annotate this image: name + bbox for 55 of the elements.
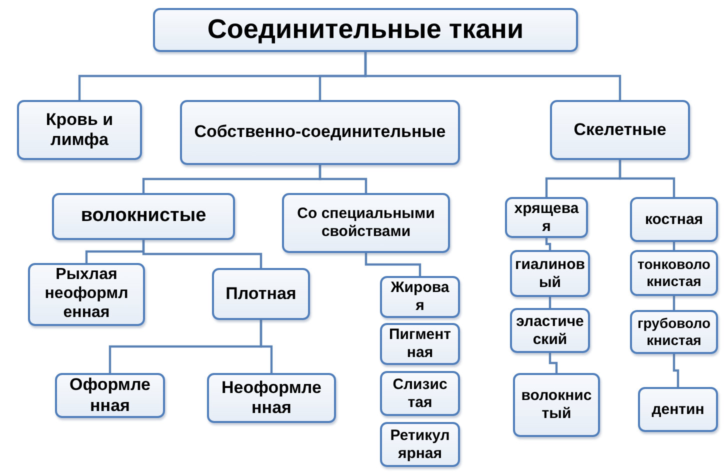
category-label: грубоволо книстая [636, 315, 712, 349]
connector-line [548, 297, 552, 308]
category-box [630, 310, 718, 354]
connector-line [545, 238, 552, 250]
category-label: Пигмент ная [388, 326, 452, 362]
category-box [380, 276, 460, 318]
category-label: костная [644, 210, 704, 228]
category-box [380, 323, 460, 365]
category-label: хрящева я [513, 200, 580, 236]
category-label: Скелетные [574, 120, 666, 140]
category-box [630, 197, 718, 242]
category-label: Плотная [226, 284, 296, 304]
category-label: Жирова я [390, 279, 450, 315]
category-box [212, 268, 310, 320]
connector-line [364, 52, 622, 100]
category-box [513, 373, 600, 437]
category-box [207, 373, 336, 423]
category-label: Рыхлая неоформл енная [44, 266, 130, 323]
category-box [52, 193, 235, 240]
category-box [180, 100, 460, 165]
category-box [17, 100, 142, 160]
category-box [638, 387, 718, 432]
category-label: Со специальными свойствами [296, 205, 436, 241]
category-box [505, 197, 588, 238]
category-label: Соединительные ткани [207, 14, 524, 46]
category-box [510, 250, 590, 297]
connector-line [618, 160, 676, 197]
category-label: гиалинов ый [515, 256, 586, 292]
category-label: Кровь и лимфа [44, 110, 114, 150]
category-box [55, 373, 165, 418]
category-label: Оформле нная [68, 375, 152, 416]
category-label: Ретикул ярная [389, 426, 451, 462]
category-label: тонковоло книстая [636, 256, 712, 290]
category-label: Слизис тая [392, 376, 448, 412]
category-box [153, 8, 578, 52]
connector-line [672, 354, 680, 387]
connector-line [364, 253, 422, 276]
category-box [380, 422, 460, 467]
category-label: Неоформле нная [220, 378, 322, 418]
connector-line [548, 353, 558, 373]
connector-line [142, 240, 262, 268]
category-box [550, 100, 690, 160]
category-box [28, 263, 145, 326]
category-label: эластиче ский [515, 312, 585, 348]
category-label: дентин [652, 400, 704, 418]
category-label: Собственно-соединительные [194, 122, 446, 143]
category-label: волокнис тый [520, 387, 593, 423]
connector-line [260, 320, 273, 373]
category-box [630, 250, 718, 296]
category-box [282, 193, 450, 253]
connector-line [672, 242, 676, 250]
connector-line [318, 165, 368, 193]
category-label: волокнистые [80, 205, 206, 228]
connector-line [672, 296, 676, 310]
category-box [380, 371, 460, 416]
